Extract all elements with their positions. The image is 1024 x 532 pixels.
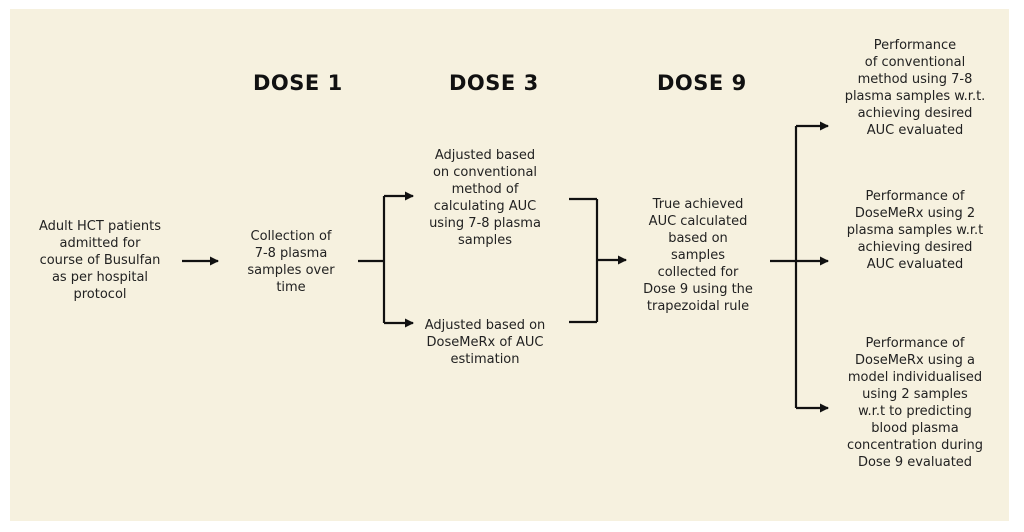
node-adjusted-dosemerx: Adjusted based on DoseMeRx of AUC estima… (424, 318, 546, 367)
node-true-auc: True achieved AUC calculated based on sa… (643, 197, 753, 314)
node-collection: Collection of 7-8 plasma samples over ti… (247, 229, 335, 295)
node-perf-model: Performance of DoseMeRx using a model in… (846, 336, 984, 470)
header-dose-1: DOSE 1 (253, 71, 343, 95)
node-patients: Adult HCT patients admitted for course o… (39, 219, 161, 302)
diagram-panel (10, 9, 1009, 521)
node-perf-dosemerx: Performance of DoseMeRx using 2 plasma s… (846, 189, 984, 272)
node-perf-conventional: Performance of conventional method using… (844, 38, 986, 138)
node-adjusted-conventional: Adjusted based on conventional method of… (429, 148, 541, 248)
header-dose-9: DOSE 9 (657, 71, 747, 95)
header-dose-3: DOSE 3 (449, 71, 539, 95)
